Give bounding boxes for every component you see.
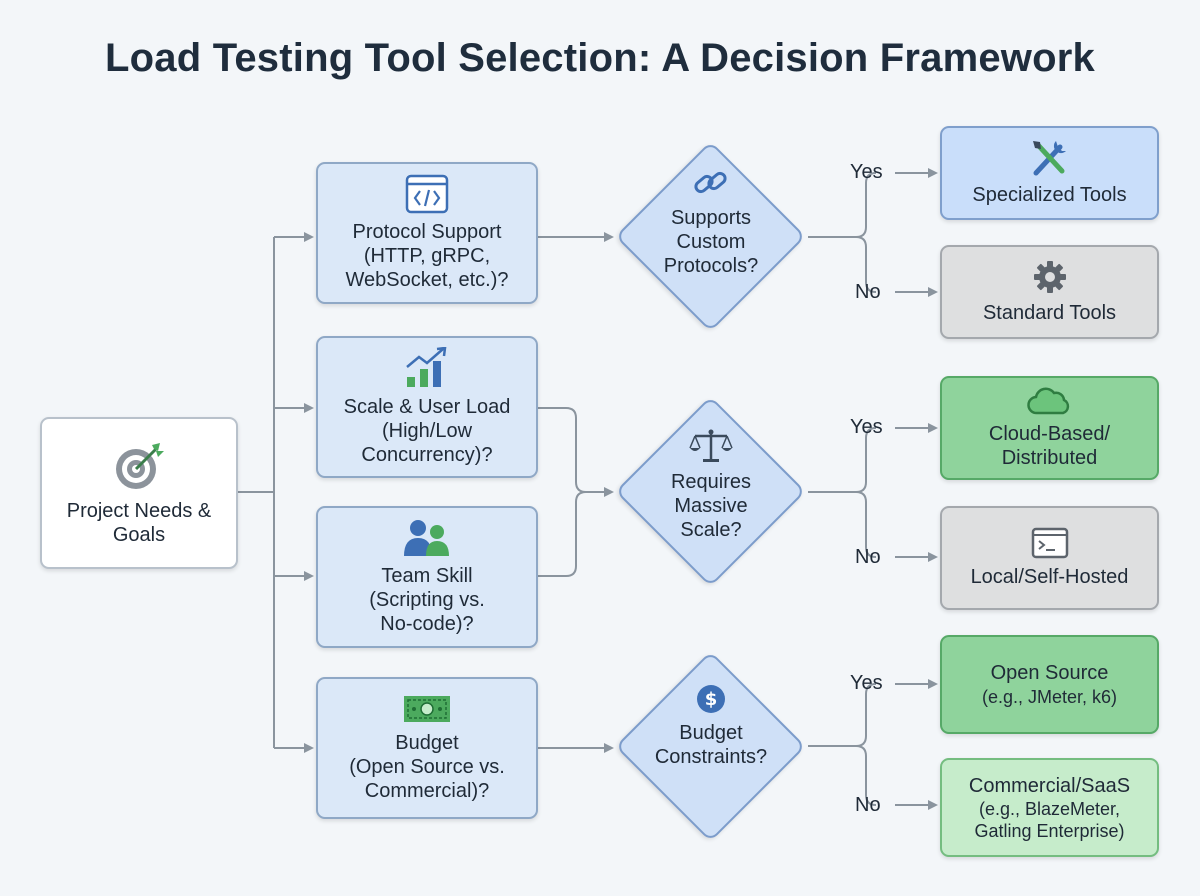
- svg-text:$: $: [705, 689, 718, 710]
- code-window-icon: [405, 174, 449, 214]
- link-icon: [694, 171, 727, 194]
- no-label-budget: No: [855, 794, 881, 816]
- yes-label-custom: Yes: [850, 161, 883, 183]
- factor-budget: Budget (Open Source vs. Commercial)?: [316, 677, 538, 819]
- branch-custom-no: [855, 236, 877, 293]
- outcome-specialized-tools: Specialized Tools: [940, 126, 1159, 220]
- connector-scale-decision: [538, 407, 614, 497]
- decision-custom-protocols: Supports Custom Protocols?: [616, 166, 806, 278]
- start-node: Project Needs & Goals: [40, 417, 238, 569]
- protocol-label: Protocol Support: [352, 221, 502, 243]
- commercial-label: Commercial/SaaS: [968, 774, 1131, 797]
- diagram-title: Load Testing Tool Selection: A Decision …: [105, 36, 1095, 80]
- local-label: Local/Self-Hosted: [970, 566, 1129, 588]
- tools-icon: [1032, 141, 1066, 176]
- dollar-icon: $: [697, 685, 725, 713]
- growth-chart-icon: [406, 347, 447, 387]
- factor-protocol-support: Protocol Support (HTTP, gRPC, WebSocket,…: [316, 162, 538, 304]
- decision-massive-scale: Requires Massive Scale?: [616, 428, 806, 542]
- yes-label-budget: Yes: [850, 672, 883, 694]
- branch-budget-no: [855, 745, 877, 806]
- outcome-local-self-hosted: Local/Self-Hosted: [940, 506, 1159, 610]
- scales-icon: [689, 429, 733, 462]
- factor-scale-user-load: Scale & User Load (High/Low Concurrency)…: [316, 336, 538, 478]
- no-label-custom: No: [855, 281, 881, 303]
- scale-label: Scale & User Load: [343, 396, 511, 418]
- scale-detail: (High/Low Concurrency)?: [361, 420, 493, 466]
- money-icon: [404, 696, 450, 722]
- outcome-cloud-distributed: Cloud-Based/ Distributed: [940, 376, 1159, 480]
- start-label: Project Needs & Goals: [66, 500, 212, 546]
- factor-team-skill: Team Skill (Scripting vs. No-code)?: [316, 506, 538, 648]
- decision-budget-constraints: $ Budget Constraints?: [616, 683, 806, 769]
- standard-label: Standard Tools: [982, 302, 1117, 324]
- open-source-label: Open Source: [990, 661, 1109, 684]
- open-source-detail: (e.g., JMeter, k6): [981, 686, 1118, 707]
- commercial-detail: (e.g., BlazeMeter, Gatling Enterprise): [974, 798, 1125, 841]
- connector-team-decision: [538, 491, 587, 577]
- massive-scale-label: Requires Massive Scale?: [670, 471, 752, 541]
- protocol-detail: (HTTP, gRPC, WebSocket, etc.)?: [345, 245, 509, 291]
- no-label-scale: No: [855, 546, 881, 568]
- budget-constraints-label: Budget Constraints?: [654, 722, 768, 768]
- users-icon: [404, 520, 449, 556]
- terminal-icon: [1031, 527, 1068, 559]
- gear-icon: [1033, 261, 1066, 293]
- team-detail: (Scripting vs. No-code)?: [369, 589, 485, 635]
- team-label: Team Skill: [381, 565, 473, 587]
- specialized-label: Specialized Tools: [972, 184, 1127, 206]
- budget-detail: (Open Source vs. Commercial)?: [349, 756, 505, 802]
- outcome-standard-tools: Standard Tools: [940, 245, 1159, 339]
- target-icon: [116, 443, 164, 489]
- branch-scale-no: [855, 491, 877, 558]
- outcome-open-source: Open Source (e.g., JMeter, k6): [940, 635, 1159, 734]
- budget-label: Budget: [395, 732, 459, 754]
- outcome-commercial-saas: Commercial/SaaS (e.g., BlazeMeter, Gatli…: [940, 758, 1159, 857]
- custom-protocols-label: Supports Custom Protocols?: [663, 207, 759, 277]
- cloud-icon: [1026, 387, 1069, 415]
- cloud-label: Cloud-Based/ Distributed: [988, 423, 1111, 469]
- yes-label-scale: Yes: [850, 416, 883, 438]
